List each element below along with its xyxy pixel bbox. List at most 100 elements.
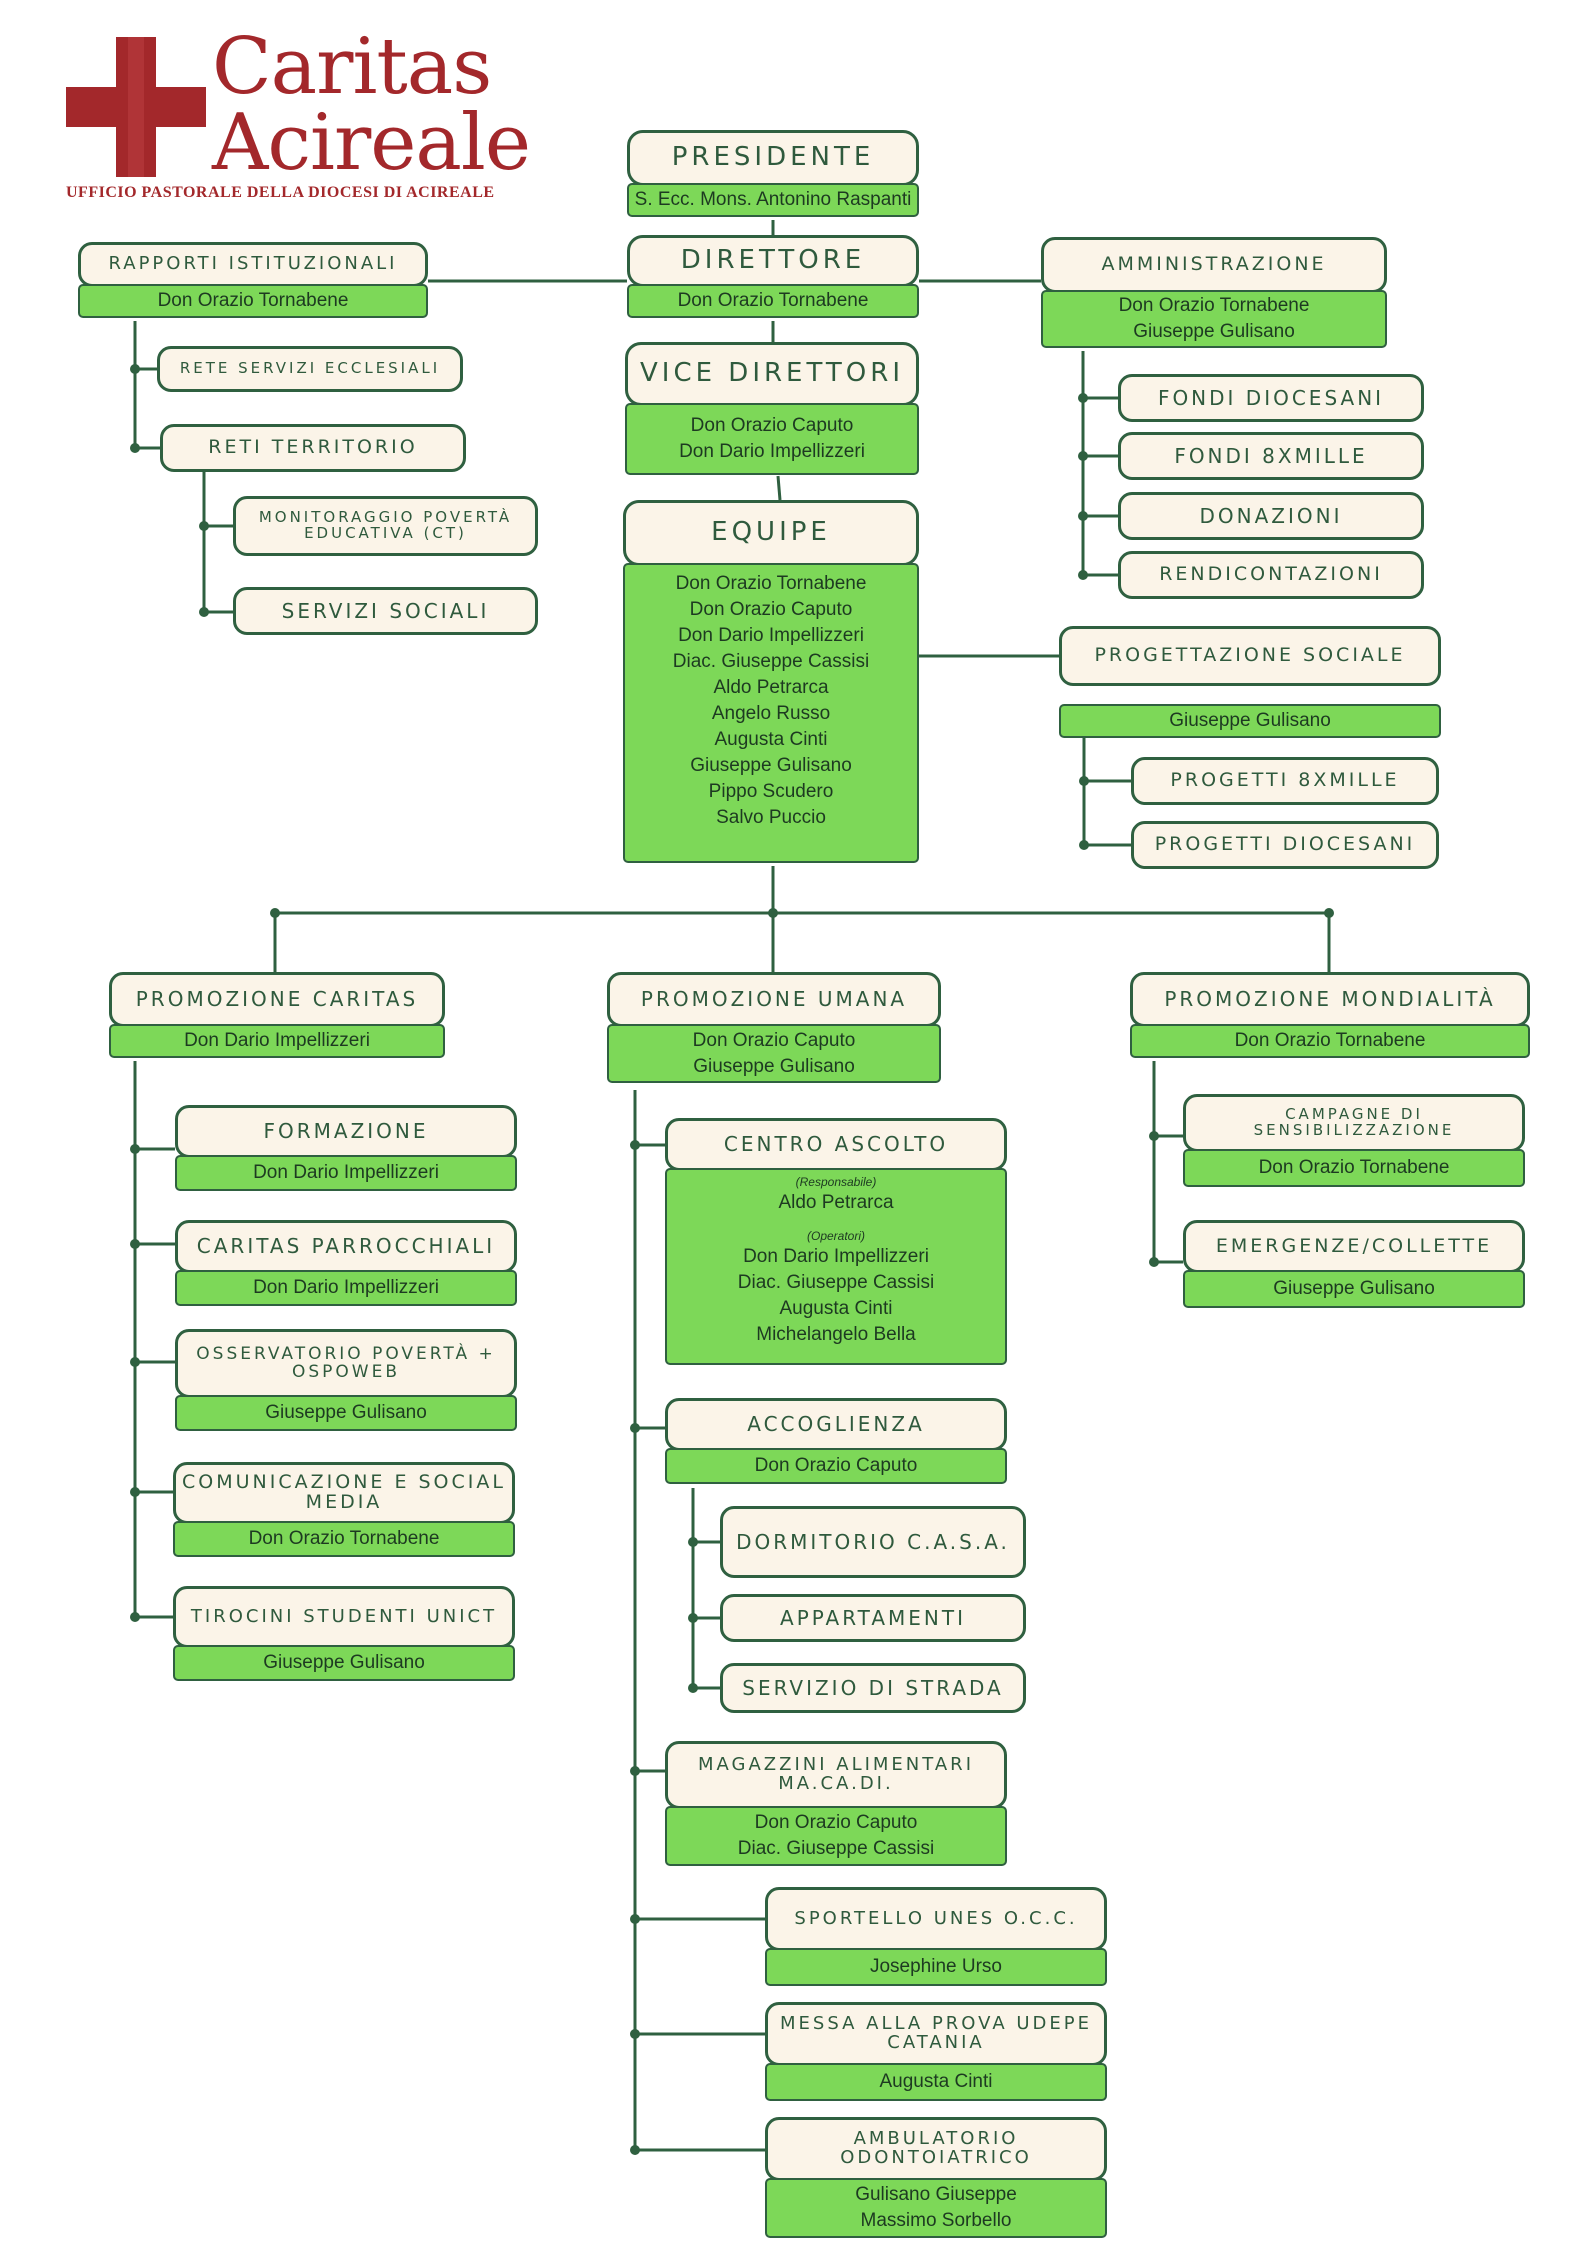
accoglienza-members: Don Orazio Caputo — [665, 1448, 1007, 1484]
progetti-8xmille-header[interactable]: PROGETTI 8XMILLE — [1131, 757, 1439, 805]
member-name: Gulisano Giuseppe — [855, 2184, 1017, 2205]
presidente-header[interactable]: PRESIDENTE — [627, 130, 919, 186]
emergenze-title: EMERGENZE/COLLETTE — [1215, 1234, 1493, 1257]
sportello-title: SPORTELLO UNES O.C.C. — [794, 1907, 1078, 1929]
ambulatorio-header[interactable]: AMBULATORIO ODONTOIATRICO — [765, 2117, 1107, 2181]
appartamenti-header[interactable]: APPARTAMENTI — [720, 1594, 1026, 1642]
direttore-members: Don Orazio Tornabene — [627, 284, 919, 318]
rapporti-istituzionali-title: RAPPORTI ISTITUZIONALI — [108, 253, 398, 275]
logo-subtitle: UFFICIO PASTORALE DELLA DIOCESI DI ACIRE… — [66, 184, 495, 201]
member-name: Don Orazio Caputo — [690, 415, 854, 436]
member-name: Giuseppe Gulisano — [1169, 710, 1331, 731]
member-name: Giuseppe Gulisano — [265, 1402, 427, 1423]
promozione-mondialita-title: PROMOZIONE MONDIALITÀ — [1164, 987, 1496, 1011]
fondi-diocesani-title: FONDI DIOCESANI — [1157, 385, 1385, 410]
formazione-header[interactable]: FORMAZIONE — [175, 1105, 517, 1158]
rendicontazioni-header[interactable]: RENDICONTAZIONI — [1118, 551, 1424, 599]
progettazione-sociale-header[interactable]: PROGETTAZIONE SOCIALE — [1059, 626, 1441, 686]
member-name: Pippo Scudero — [708, 781, 834, 802]
accoglienza-header[interactable]: ACCOGLIENZA — [665, 1398, 1007, 1451]
presidente-title: PRESIDENTE — [671, 142, 875, 173]
tirocini-header[interactable]: TIROCINI STUDENTI UNICT — [173, 1586, 515, 1648]
monitoraggio-header[interactable]: MONITORAGGIO POVERTÀ EDUCATIVA (CT) — [233, 496, 538, 556]
member-name: Massimo Sorbello — [860, 2210, 1012, 2231]
progetti-diocesani-header[interactable]: PROGETTI DIOCESANI — [1131, 821, 1439, 869]
dormitorio-header[interactable]: DORMITORIO C.A.S.A. — [720, 1506, 1026, 1578]
servizi-sociali-header[interactable]: SERVIZI SOCIALI — [233, 587, 538, 635]
presidente-members: S. Ecc. Mons. Antonino Raspanti — [627, 183, 919, 217]
centro-ascolto-title: CENTRO ASCOLTO — [723, 1132, 949, 1156]
vice-direttori-header[interactable]: VICE DIRETTORI — [625, 342, 919, 406]
member-name: Don Dario Impellizzeri — [184, 1030, 370, 1051]
emergenze-header[interactable]: EMERGENZE/COLLETTE — [1183, 1220, 1525, 1273]
fondi-8xmille-header[interactable]: FONDI 8XMILLE — [1118, 432, 1424, 480]
caritas-parrocchiali-header[interactable]: CARITAS PARROCCHIALI — [175, 1220, 517, 1273]
comunicazione-title: COMUNICAZIONE E SOCIAL MEDIA — [182, 1471, 506, 1513]
logo-title-line1: Caritas — [212, 22, 492, 112]
member-name: Don Dario Impellizzeri — [678, 625, 864, 646]
equipe-header[interactable]: EQUIPE — [623, 500, 919, 566]
member-name: Giuseppe Gulisano — [1273, 1278, 1435, 1299]
member-name: Josephine Urso — [869, 1956, 1003, 1977]
progettazione-sociale-title: PROGETTAZIONE SOCIALE — [1094, 644, 1406, 667]
emergenze-members: Giuseppe Gulisano — [1183, 1270, 1525, 1308]
member-name: Don Orazio Tornabene — [1118, 295, 1310, 316]
member-name: Don Orazio Tornabene — [677, 290, 869, 311]
comunicazione-members: Don Orazio Tornabene — [173, 1521, 515, 1557]
direttore-title: DIRETTORE — [680, 245, 866, 276]
centro-ascolto-header[interactable]: CENTRO ASCOLTO — [665, 1118, 1007, 1171]
member-name: Don Orazio Caputo — [754, 1455, 918, 1476]
member-name: Don Dario Impellizzeri — [253, 1162, 439, 1183]
sportello-header[interactable]: SPORTELLO UNES O.C.C. — [765, 1887, 1107, 1951]
messa-prova-title: MESSA ALLA PROVA UDEPE CATANIA — [780, 2013, 1092, 2053]
magazzini-header[interactable]: MAGAZZINI ALIMENTARI MA.CA.DI. — [665, 1741, 1007, 1809]
member-name: Don Orazio Caputo — [692, 1029, 856, 1051]
rete-servizi-ecclesiali-header[interactable]: RETE SERVIZI ECCLESIALI — [157, 346, 463, 392]
campagne-header[interactable]: CAMPAGNE DI SENSIBILIZZAZIONE — [1183, 1094, 1525, 1152]
member-name: Don Orazio Tornabene — [248, 1528, 440, 1549]
tirocini-title: TIROCINI STUDENTI UNICT — [190, 1605, 498, 1627]
logo-title-line2: Acireale — [212, 98, 531, 188]
member-name: Diac. Giuseppe Cassisi — [672, 651, 870, 672]
member-name: Don Orazio Tornabene — [1258, 1157, 1450, 1178]
promozione-mondialita-header[interactable]: PROMOZIONE MONDIALITÀ — [1130, 972, 1530, 1027]
member-name: Don Orazio Tornabene — [675, 573, 867, 594]
sportello-members: Josephine Urso — [765, 1948, 1107, 1986]
member-name: Augusta Cinti — [714, 729, 828, 750]
osservatorio-header[interactable]: OSSERVATORIO POVERTÀ + OSPOWEB — [175, 1329, 517, 1398]
responsabile-label: (Responsabile) — [795, 1175, 877, 1189]
amministrazione-title: AMMINISTRAZIONE — [1101, 253, 1327, 276]
caritas-parrocchiali-title: CARITAS PARROCCHIALI — [196, 1234, 496, 1258]
tirocini-members: Giuseppe Gulisano — [173, 1645, 515, 1681]
member-name: Aldo Petrarca — [713, 677, 829, 698]
caritas-cross-logo-icon — [66, 37, 206, 177]
member-name: Don Orazio Caputo — [754, 1812, 918, 1833]
vice-direttori-title: VICE DIRETTORI — [640, 358, 904, 389]
fondi-diocesani-header[interactable]: FONDI DIOCESANI — [1118, 374, 1424, 422]
reti-territorio-header[interactable]: RETI TERRITORIO — [160, 424, 466, 472]
servizio-strada-header[interactable]: SERVIZIO DI STRADA — [720, 1663, 1026, 1713]
direttore-header[interactable]: DIRETTORE — [627, 235, 919, 287]
member-name: Augusta Cinti — [779, 1298, 893, 1319]
member-name: Giuseppe Gulisano — [690, 755, 852, 776]
member-name: Giuseppe Gulisano — [263, 1652, 425, 1673]
campagne-title: CAMPAGNE DI SENSIBILIZZAZIONE — [1253, 1105, 1455, 1139]
equipe-title: EQUIPE — [711, 517, 831, 548]
progettazione-sociale-members: Giuseppe Gulisano — [1059, 704, 1441, 738]
donazioni-header[interactable]: DONAZIONI — [1118, 492, 1424, 540]
messa-prova-header[interactable]: MESSA ALLA PROVA UDEPE CATANIA — [765, 2002, 1107, 2066]
promozione-caritas-header[interactable]: PROMOZIONE CARITAS — [109, 972, 445, 1027]
amministrazione-header[interactable]: AMMINISTRAZIONE — [1041, 237, 1387, 293]
member-name: Diac. Giuseppe Cassisi — [737, 1838, 935, 1859]
promozione-umana-header[interactable]: PROMOZIONE UMANA — [607, 972, 941, 1027]
rapporti-istituzionali-header[interactable]: RAPPORTI ISTITUZIONALI — [78, 242, 428, 287]
comunicazione-header[interactable]: COMUNICAZIONE E SOCIAL MEDIA — [173, 1462, 515, 1524]
progetti-diocesani-title: PROGETTI DIOCESANI — [1154, 833, 1416, 856]
promozione-mondialita-members: Don Orazio Tornabene — [1130, 1024, 1530, 1058]
member-name: Augusta Cinti — [879, 2071, 993, 2092]
ambulatorio-title: AMBULATORIO ODONTOIATRICO — [840, 2128, 1032, 2168]
